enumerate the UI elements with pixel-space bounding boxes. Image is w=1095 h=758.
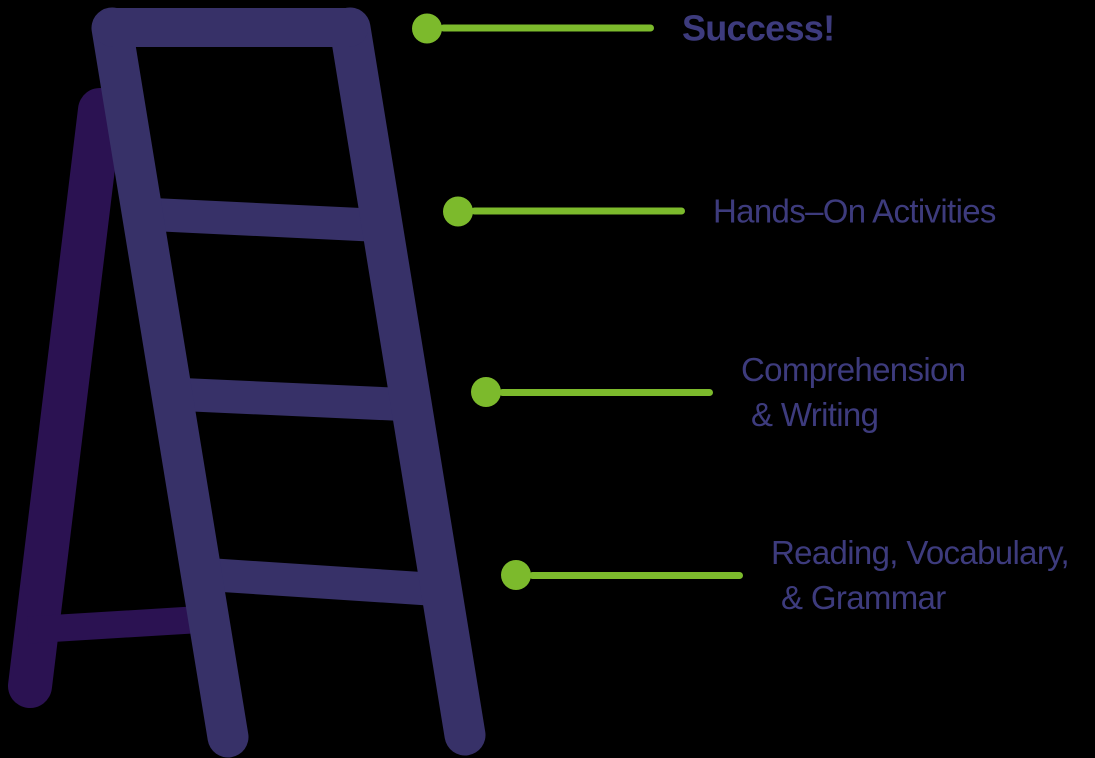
callout-dot-icon: [412, 13, 442, 43]
callout-dot-icon: [443, 196, 473, 226]
callout-hands-on-activities: Hands–On Activities: [443, 189, 996, 234]
callout-label: Comprehension & Writing: [741, 347, 966, 437]
callout-connector-line: [471, 207, 685, 215]
ladder-rung-3: [170, 377, 415, 422]
ladder-rung-4: [198, 557, 446, 607]
callout-label: Hands–On Activities: [713, 192, 996, 230]
callout-connector-line: [440, 24, 654, 32]
callout-label-line1: Comprehension: [741, 351, 966, 388]
ladder-top-cap: [94, 8, 368, 47]
callout-comprehension-writing: Comprehension & Writing: [471, 347, 966, 437]
callout-dot-icon: [501, 560, 531, 590]
callout-reading-vocabulary-grammar: Reading, Vocabulary, & Grammar: [501, 530, 1070, 620]
callout-label-line1: Reading, Vocabulary,: [771, 534, 1070, 571]
ladder-rung-2: [141, 197, 392, 243]
ladder-left-rail: [91, 7, 249, 758]
callout-label: Reading, Vocabulary, & Grammar: [771, 530, 1070, 620]
callout-label-line2: & Grammar: [781, 579, 946, 616]
callout-connector-line: [529, 571, 743, 579]
callout-label: Success!: [682, 7, 835, 49]
ladder-back-brace: [27, 606, 193, 644]
callout-success: Success!: [412, 6, 835, 51]
ladder-right-rail: [329, 7, 486, 756]
ladder-back-leg: [8, 88, 122, 708]
callout-label-line2: & Writing: [751, 396, 879, 433]
callout-dot-icon: [471, 377, 501, 407]
callout-connector-line: [499, 388, 713, 396]
